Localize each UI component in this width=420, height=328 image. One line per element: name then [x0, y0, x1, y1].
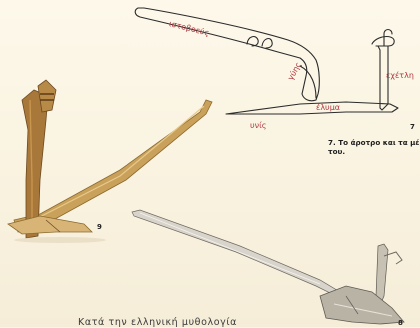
figure-number-8: 8: [398, 320, 403, 327]
figure-number-7: 7: [410, 124, 415, 131]
metal-plow-photo: [132, 210, 404, 324]
body-text-line: Κατά την ελληνική μυθολογία: [78, 318, 237, 328]
label-elyma: έλυμα: [316, 104, 340, 112]
plow-peg-2: [262, 39, 272, 48]
metal-plow-body: [320, 286, 404, 324]
label-echetli: εχέτλη: [386, 72, 414, 80]
figure-caption: 7. Το άροτρο και τα μέρη του.: [328, 138, 420, 156]
plow-handle-grip: [372, 37, 394, 46]
metal-plow-beam: [132, 210, 340, 296]
caption-line-2: του.: [328, 147, 420, 156]
wooden-plow-photo: [8, 80, 212, 243]
plow-beam-drawing: [135, 8, 319, 101]
figure-number-9: 9: [97, 224, 102, 231]
plow-sole-drawing: [226, 102, 398, 114]
caption-line-1: 7. Το άροτρο και τα μέρη: [328, 138, 420, 147]
label-ynis: υνίς: [250, 122, 267, 130]
